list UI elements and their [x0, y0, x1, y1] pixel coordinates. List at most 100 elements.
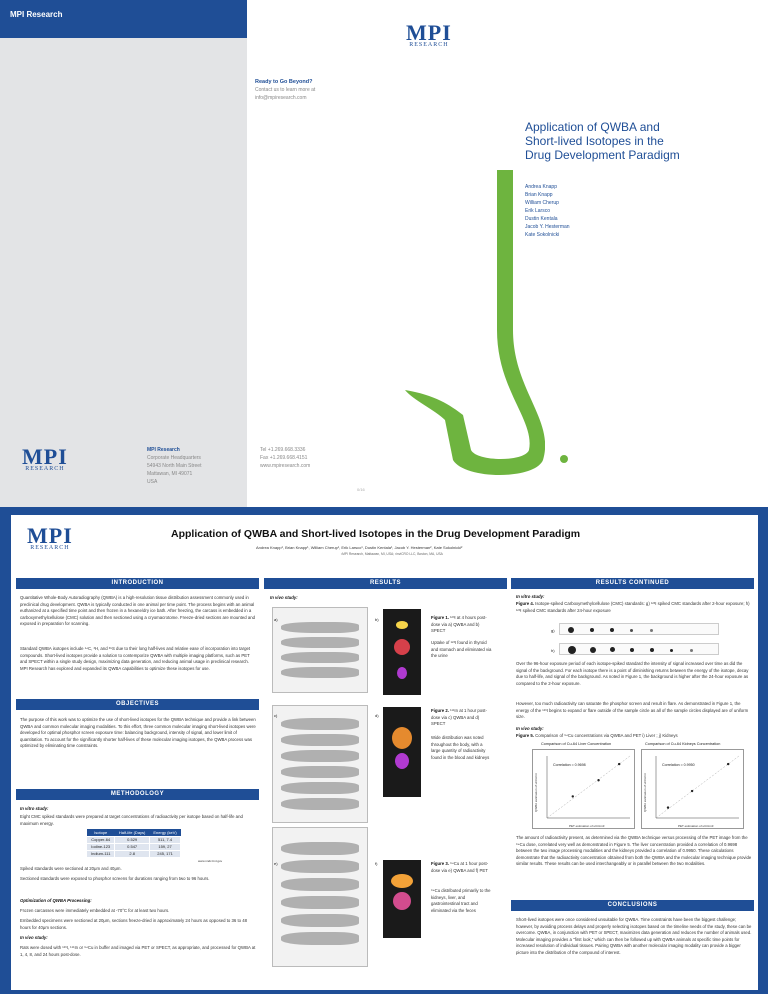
x-axis-label: PET estimation of uCi/cm3	[678, 824, 714, 828]
figure-2c-qwba	[272, 705, 368, 823]
rat-section	[281, 652, 359, 663]
author: Kate Sokolnicki	[525, 232, 560, 238]
method-bullet: Spiked standards were sectioned at 20μm …	[20, 866, 122, 871]
table-row: Iodine-123 0.547 159, 27	[85, 842, 182, 851]
cmc-standards-2h	[559, 623, 719, 635]
data-point	[571, 795, 574, 798]
method-bullet: Embedded specimens were sectioned at 20μ…	[20, 918, 247, 930]
panel-label: a)	[274, 617, 278, 622]
cover-title: Application of QWBA and Short-lived Isot…	[525, 120, 755, 162]
mpi-logo: MPI RESEARCH	[22, 446, 68, 473]
table-row: Copper-64 0.529 511, 7.4	[85, 835, 182, 844]
figure-label: Figure 4.	[516, 601, 534, 606]
panel-label: f)	[375, 861, 378, 866]
standard-spot	[630, 648, 634, 652]
objectives-paragraph: The purpose of this work was to optimize…	[20, 717, 256, 749]
results-continued-heading: RESULTS CONTINUED	[511, 578, 754, 589]
contact-name: MPI Research	[147, 447, 180, 453]
standard-spot	[568, 646, 576, 654]
results-paragraph: The amount of radioactivity present, as …	[516, 835, 752, 867]
standard-spot	[650, 629, 653, 632]
data-point	[597, 779, 600, 782]
intro-paragraph: Standard QWBA isotopes include ¹⁴C, ³H, …	[20, 646, 251, 671]
contact-line: 54943 North Main Street	[147, 463, 202, 469]
poster-title: Application of QWBA and Short-lived Isot…	[171, 528, 581, 540]
contact-line: Corporate Headquarters	[147, 455, 201, 461]
contact-line: USA	[147, 479, 158, 485]
website-link[interactable]: www.mpiresearch.com	[260, 463, 311, 469]
rat-section	[281, 860, 359, 873]
table-cell: 0.529	[114, 835, 150, 844]
rat-section	[281, 782, 359, 794]
figure-2d-spect	[383, 707, 421, 797]
method-bullet: Sectioned standards were exposed to phos…	[20, 876, 210, 881]
method-bullet: Frozen carcasses were immediately embedd…	[20, 908, 170, 913]
method-bullet: Rats were dosed with ¹²³I, ¹¹¹In or ⁶⁴Cu…	[20, 945, 256, 957]
rat-section	[281, 734, 359, 746]
figure-caption-text: ⁶⁴Cu at 1 hour post-dose via e) QWBA and…	[431, 861, 489, 873]
method-bullet: Eight CMC spiked standards were prepared…	[20, 814, 243, 826]
results-subheading: In vitro study:	[516, 594, 545, 599]
figure-3e-qwba	[272, 827, 368, 967]
tel: Tel +1.269.668.3336	[260, 447, 306, 453]
ready-email[interactable]: info@mpiresearch.com	[255, 95, 307, 101]
standard-spot	[670, 649, 673, 652]
figure-caption-text: ¹¹¹In at 1 hour post-dose via c) QWBA an…	[431, 708, 487, 726]
logo-mark: MPI	[27, 523, 73, 548]
data-point	[690, 789, 694, 793]
figure-3f-pet	[383, 860, 421, 938]
standard-spot	[630, 629, 633, 632]
logo-subtext: RESEARCH	[409, 42, 449, 48]
figure-label: Figure 5.	[516, 733, 534, 738]
logo-subtext: RESEARCH	[25, 466, 65, 472]
page-number: 0/16	[357, 487, 365, 492]
results-subheading: In vivo study:	[516, 726, 544, 731]
ready-block: Ready to Go Beyond? Contact us to learn …	[255, 78, 315, 102]
logo-subtext: RESEARCH	[30, 545, 70, 551]
brochure-cover-panel: MPI RESEARCH Application of QWBA and Sho…	[406, 0, 768, 507]
logo-mark: MPI	[406, 20, 452, 45]
rat-section	[281, 718, 359, 730]
table-header: Half-life (Days)	[114, 829, 150, 836]
contact-line: Mattawan, MI 49071	[147, 471, 193, 477]
standard-spot	[590, 647, 596, 653]
ready-title: Ready to Go Beyond?	[255, 79, 313, 85]
rat-section	[281, 932, 359, 945]
standard-spot	[610, 628, 614, 632]
data-point	[617, 762, 621, 766]
poster-affiliation: ¹MPI Research, Mattawan, MI, USA; ²inviC…	[341, 552, 443, 556]
results-subheading: In vivo study:	[270, 595, 298, 600]
chart-title: Comparison of Cu-64 Kidneys Concentratio…	[645, 742, 721, 746]
cover-title-line: Short-lived Isotopes in the	[525, 134, 664, 148]
figure-3-caption: Figure 3. ⁶⁴Cu at 1 hour post-dose via e…	[431, 861, 493, 874]
figure-2-note: Wide distribution was noted throughout t…	[431, 735, 490, 760]
brochure-middle-panel: Ready to Go Beyond? Contact us to learn …	[147, 0, 509, 507]
hotspot	[395, 753, 409, 769]
mpi-logo: MPI RESEARCH	[406, 20, 452, 49]
method-subheading: Optimization of QWBA Processing:	[20, 898, 92, 903]
rat-section	[281, 878, 359, 891]
figure-caption-text: Isotope-spiked Carboxymethylcellulose (C…	[516, 601, 750, 613]
rat-section	[281, 622, 359, 633]
hotspot	[394, 639, 410, 655]
y-axis-label: QWBA estimation of uCi/cm3	[534, 773, 538, 812]
table-cell: Copper-64	[85, 835, 116, 844]
table-header: Energy (keV)	[149, 829, 181, 836]
x-axis-label: PET estimation of uCi/cm3	[569, 824, 605, 828]
panel-label: e)	[274, 861, 278, 866]
table-cell: 2.8	[114, 849, 150, 858]
conclusions-paragraph: Short-lived isotopes were once considere…	[516, 917, 752, 955]
flask-shape	[405, 170, 545, 475]
intro-paragraph: Quantitative Whole-Body Autoradiography …	[20, 595, 256, 627]
rat-section	[281, 798, 359, 810]
panel-label: h)	[551, 648, 555, 653]
brochure-spread: MPI Research MPI RESEARCH Ready to Go Be…	[0, 0, 768, 507]
figure-1a-qwba	[272, 607, 368, 693]
table-header-row: Isotope Half-life (Days) Energy (keV)	[86, 829, 181, 836]
y-axis-label: QWBA estimation of uCi/cm3	[643, 773, 647, 812]
figure-4-caption: Figure 4. Isotope-spiked Carboxymethylce…	[516, 601, 752, 614]
rat-section	[281, 842, 359, 855]
cover-title-line: Drug Development Paradigm	[525, 148, 680, 162]
